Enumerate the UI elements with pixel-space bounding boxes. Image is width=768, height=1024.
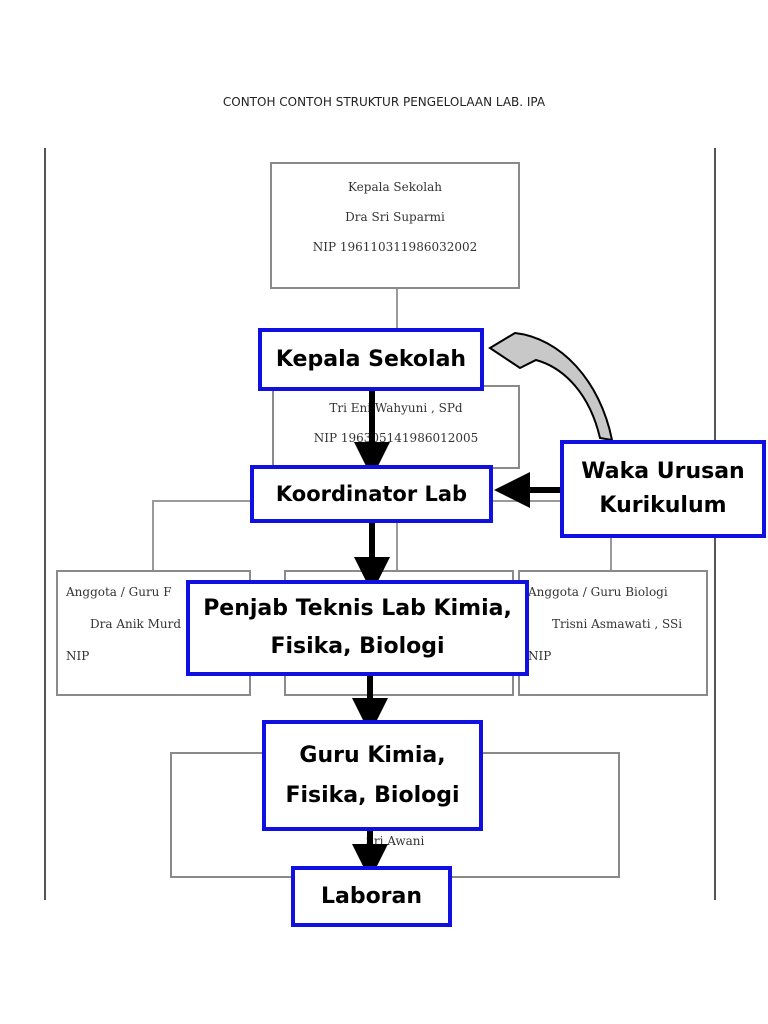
bg-connector xyxy=(396,520,398,572)
node-label: Laboran xyxy=(320,884,423,909)
node-label: Waka Urusan xyxy=(581,459,745,484)
bg-text: Dra Anik Murd xyxy=(90,617,182,631)
bg-text: Trisni Asmawati , SSi xyxy=(552,617,683,631)
bg-text: NIP xyxy=(66,649,90,663)
bg-text: NIP 196305141986012005 xyxy=(313,431,479,445)
node-koordinator-lab: Koordinator Lab xyxy=(250,465,493,523)
bg-text: NIP 196110311986032002 xyxy=(312,240,478,254)
node-label: Kurikulum xyxy=(599,493,727,518)
bg-connector xyxy=(396,288,398,328)
bg-text: Tri Eni Wahyuni , SPd xyxy=(329,401,463,415)
bg-text: Anggota / Guru F xyxy=(66,585,172,599)
curved-arrow-icon xyxy=(488,331,614,442)
node-label: Fisika, Biologi xyxy=(270,634,445,659)
bg-text: Kepala Sekolah xyxy=(348,180,442,194)
bg-text: NIP xyxy=(528,649,552,663)
bg-text: Anggota / Guru Biologi xyxy=(528,585,668,599)
bg-connector xyxy=(152,500,154,570)
bg-text: Dra Sri Suparmi xyxy=(345,210,445,224)
node-label: Fisika, Biologi xyxy=(285,782,460,808)
node-kepala-sekolah: Kepala Sekolah xyxy=(258,328,484,391)
node-label: Guru Kimia, xyxy=(299,742,446,768)
node-label: Kepala Sekolah xyxy=(275,347,467,372)
node-label: Penjab Teknis Lab Kimia, xyxy=(203,596,512,621)
node-laboran: Laboran xyxy=(291,866,452,927)
node-label: Koordinator Lab xyxy=(275,482,468,506)
page-title: CONTOH CONTOH STRUKTUR PENGELOLAAN LAB. … xyxy=(222,95,546,109)
node-waka-urusan-kurikulum: Waka Urusan Kurikulum xyxy=(560,440,766,538)
node-penjab-teknis: Penjab Teknis Lab Kimia, Fisika, Biologi xyxy=(186,580,529,676)
node-guru: Guru Kimia, Fisika, Biologi xyxy=(262,720,483,831)
frame-left-border xyxy=(44,148,46,900)
bg-kepala-box: Kepala Sekolah Dra Sri Suparmi NIP 19611… xyxy=(270,162,520,289)
